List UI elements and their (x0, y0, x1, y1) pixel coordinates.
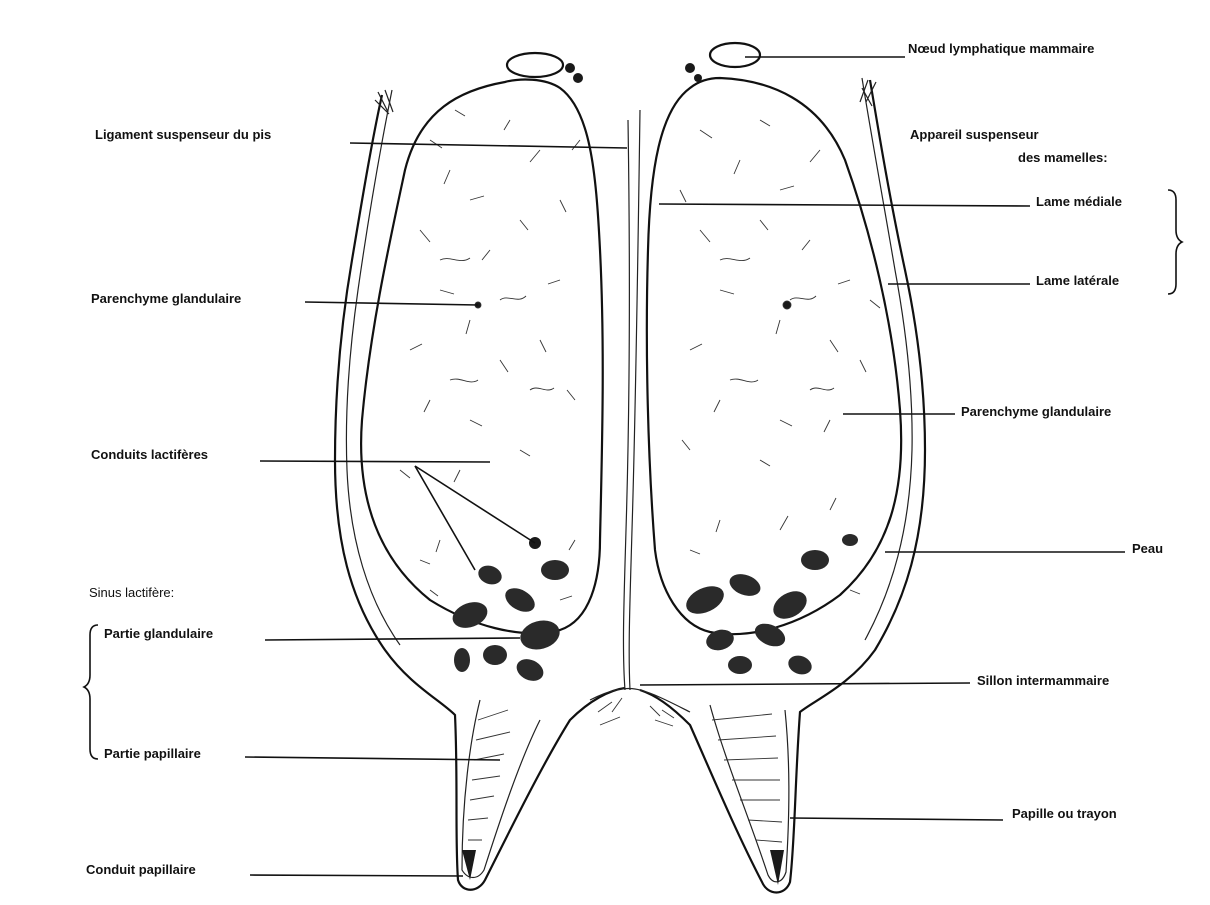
leader-lines (245, 57, 1125, 876)
lymph-node-right (710, 43, 760, 67)
right-gland-lobe (647, 78, 901, 634)
left-sinus-glandular (420, 537, 575, 685)
label-sinus-lactifere: Sinus lactifère: (89, 585, 174, 600)
label-conduits-lactiferes: Conduits lactifères (91, 447, 208, 462)
parenchyma-texture-left (400, 110, 580, 482)
labels: Nœud lymphatique mammaire Ligament suspe… (86, 41, 1163, 877)
label-sillon-intermammaire: Sillon intermammaire (977, 673, 1109, 688)
skin-outline-left (335, 95, 625, 890)
label-partie-glandulaire: Partie glandulaire (104, 626, 213, 641)
vessel-dot-1 (565, 63, 575, 73)
label-lame-mediale: Lame médiale (1036, 194, 1122, 209)
label-partie-papillaire: Partie papillaire (104, 746, 201, 761)
label-appareil-suspenseur-1: Appareil suspenseur (910, 127, 1039, 142)
label-parenchyme-left: Parenchyme glandulaire (91, 291, 241, 306)
label-appareil-suspenseur-2: des mamelles: (1018, 150, 1108, 165)
label-lame-laterale: Lame latérale (1036, 273, 1119, 288)
label-ligament-suspenseur: Ligament suspenseur du pis (95, 127, 271, 142)
lymph-node-left (507, 53, 563, 77)
brace-sinus (84, 625, 98, 759)
label-parenchyme-right: Parenchyme glandulaire (961, 404, 1111, 419)
label-noeud-lymphatique: Nœud lymphatique mammaire (908, 41, 1094, 56)
label-peau: Peau (1132, 541, 1163, 556)
lateral-lamina-right (862, 78, 912, 640)
medial-septum-2 (629, 110, 640, 690)
left-teat (462, 700, 540, 880)
vessel-dot-2 (573, 73, 583, 83)
lateral-lamina-left (346, 90, 400, 645)
skin-outline-right (640, 80, 925, 893)
brace-suspensory (1168, 190, 1182, 294)
vessel-dot-4 (694, 74, 702, 82)
udder-illustration (335, 43, 925, 893)
left-gland-lobe (361, 80, 603, 634)
label-conduit-papillaire: Conduit papillaire (86, 862, 196, 877)
vessel-dot-3 (685, 63, 695, 73)
right-sinus-glandular (682, 498, 860, 678)
label-papille-trayon: Papille ou trayon (1012, 806, 1117, 821)
medial-septum (623, 120, 629, 690)
intermammary-groove (590, 688, 690, 712)
